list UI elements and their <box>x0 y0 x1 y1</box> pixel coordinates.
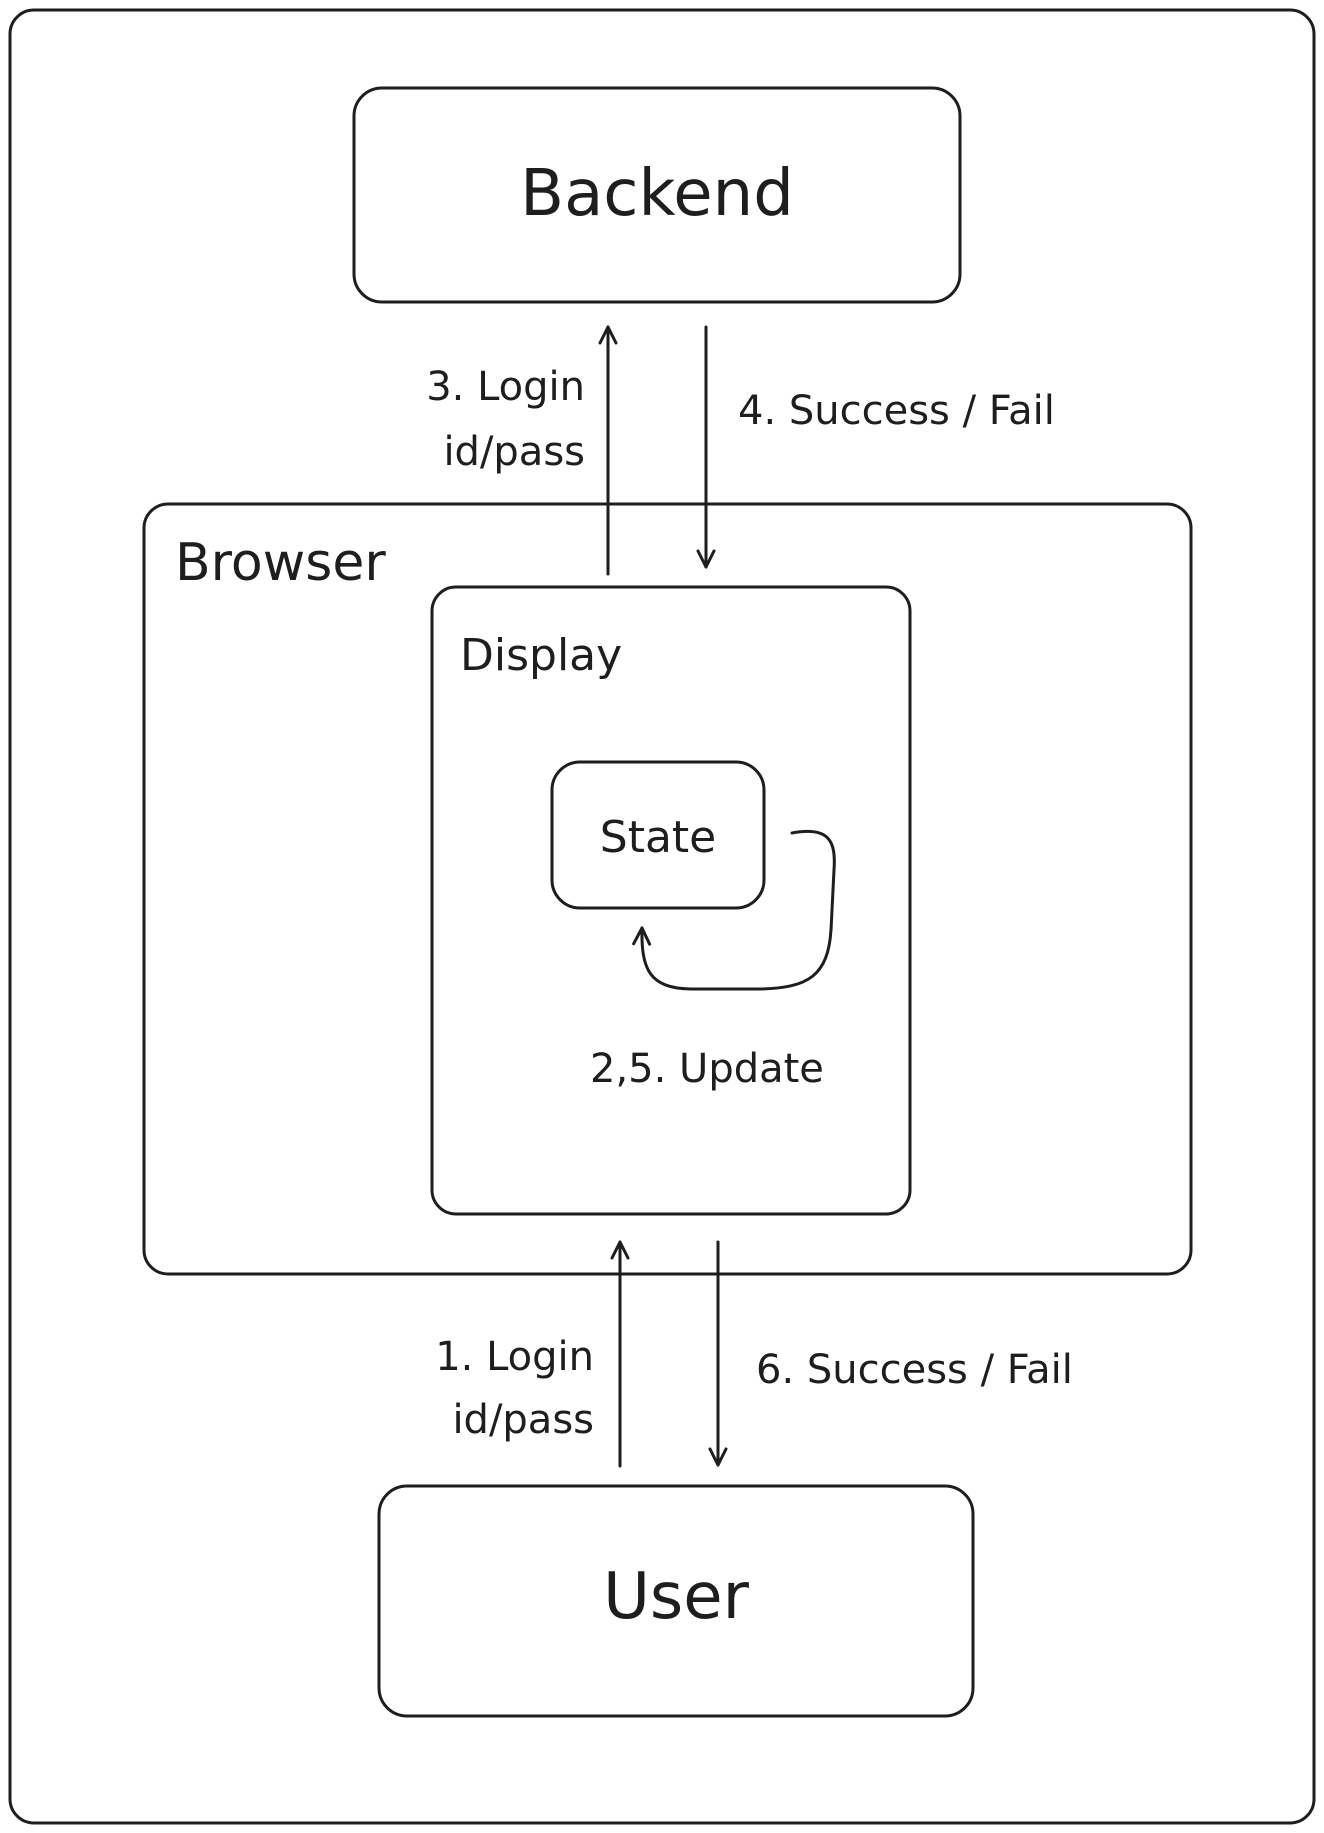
state-node[interactable] <box>550 760 766 910</box>
login-from-user-label-line1: 1. Login <box>435 1334 594 1380</box>
user-response-label: 6. Success / Fail <box>756 1347 1073 1393</box>
outer-frame <box>8 8 1316 1825</box>
login-to-backend-label-line2: id/pass <box>443 429 585 475</box>
backend-node[interactable] <box>352 86 962 304</box>
state-update-label: 2,5. Update <box>590 1046 824 1092</box>
browser-label: Browser <box>175 533 386 593</box>
user-node[interactable] <box>377 1484 975 1718</box>
display-container[interactable] <box>430 585 912 1216</box>
backend-label: Backend <box>520 157 794 231</box>
user-label: User <box>603 1560 750 1634</box>
browser-container[interactable] <box>142 502 1193 1276</box>
backend-response-label: 4. Success / Fail <box>738 388 1055 434</box>
state-update-loop <box>632 829 836 991</box>
display-label: Display <box>460 630 622 681</box>
login-from-user-label-line2: id/pass <box>452 1397 594 1443</box>
login-to-backend-label-line1: 3. Login <box>426 364 585 410</box>
state-label: State <box>600 812 716 863</box>
